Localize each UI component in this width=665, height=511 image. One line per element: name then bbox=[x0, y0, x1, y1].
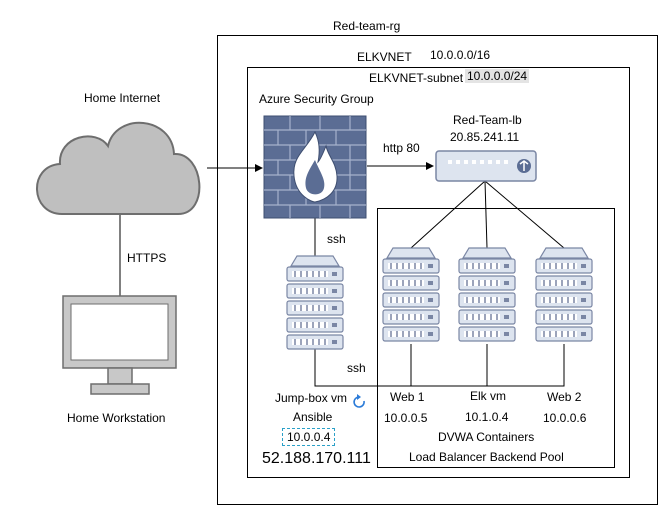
lb-to-elk bbox=[484, 180, 488, 249]
web2-ip: 10.0.0.6 bbox=[543, 411, 587, 425]
web1-ip: 10.0.0.5 bbox=[384, 411, 428, 425]
jumpbox-private-ip[interactable]: 10.0.0.4 bbox=[282, 428, 336, 446]
backend-pool-label: Load Balancer Backend Pool bbox=[409, 450, 564, 464]
web1-server-icon bbox=[382, 247, 440, 342]
vnet-cidr: 10.0.0.0/16 bbox=[430, 48, 491, 62]
web1-label: Web 1 bbox=[390, 390, 425, 404]
vnet-box bbox=[247, 67, 630, 478]
jumpbox-public-ip: 52.188.170.111 bbox=[262, 450, 371, 467]
containers-label: DVWA Containers bbox=[438, 430, 535, 444]
web2-label: Web 2 bbox=[547, 390, 582, 404]
https-label: HTTPS bbox=[127, 251, 167, 265]
vnet-label: ELKVNET bbox=[357, 50, 412, 64]
web2-server-icon bbox=[535, 247, 593, 342]
workstation-icon bbox=[62, 295, 177, 395]
lb-ip: 20.85.241.11 bbox=[450, 130, 520, 144]
jumpbox-sublabel: Ansible bbox=[293, 410, 333, 424]
jumpbox-label: Jump-box vm bbox=[275, 391, 348, 405]
workstation-label: Home Workstation bbox=[67, 411, 166, 425]
servers-layer bbox=[286, 247, 593, 350]
cloud-icon bbox=[36, 122, 201, 215]
load-balancer-icon bbox=[435, 150, 537, 182]
lb-label: Red-Team-lb bbox=[453, 113, 522, 127]
elk-ip: 10.1.0.4 bbox=[465, 410, 509, 424]
jumpbox-ssh-bus bbox=[314, 344, 565, 387]
refresh-icon[interactable] bbox=[353, 394, 365, 408]
lb-to-web2 bbox=[484, 180, 565, 249]
subnet-label: ELKVNET-subnet bbox=[369, 71, 464, 85]
internet-label: Home Internet bbox=[84, 91, 161, 105]
firewall-icon bbox=[263, 115, 367, 219]
nsg-label: Azure Security Group bbox=[259, 92, 374, 106]
http-label: http 80 bbox=[383, 141, 420, 155]
resource-group-label: Red-team-rg bbox=[333, 19, 401, 33]
subnet-cidr: 10.0.0.0/24 bbox=[465, 69, 530, 83]
elk-label: Elk vm bbox=[470, 389, 506, 403]
ssh-label-top: ssh bbox=[327, 232, 346, 246]
elk-server-icon bbox=[458, 247, 516, 342]
lb-to-web1 bbox=[410, 180, 486, 249]
resource-group-box bbox=[217, 35, 658, 505]
ssh-label-bottom: ssh bbox=[347, 361, 366, 375]
jumpbox-server-icon bbox=[286, 255, 344, 350]
backend-pool-box bbox=[377, 208, 615, 468]
